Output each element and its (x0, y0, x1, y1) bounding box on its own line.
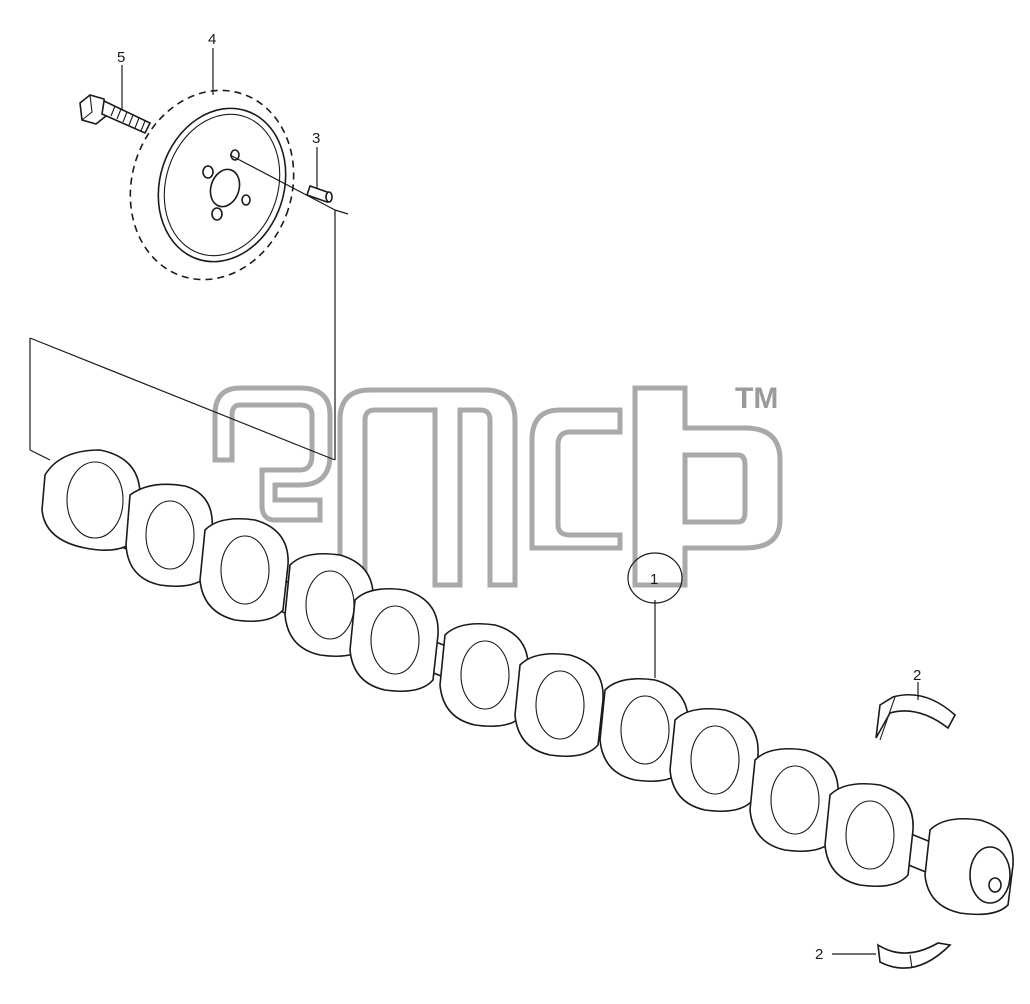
callout-5: 5 (117, 49, 125, 66)
callouts: 1 2 2 3 4 5 (117, 31, 921, 963)
trademark-mark: TM (735, 382, 778, 415)
assembly-lines (29, 154, 349, 461)
callout-3: 3 (312, 130, 320, 147)
callout-2-upper: 2 (913, 667, 921, 684)
callout-leaders (121, 48, 919, 955)
camshaft-lobes (41, 449, 1014, 916)
camshaft-gear (129, 89, 295, 281)
dowel-pin (305, 184, 333, 204)
watermark-logo: TM (212, 382, 783, 588)
callout-1: 1 (650, 571, 658, 588)
bearing-shell-lower (877, 942, 952, 969)
bearing-shell-upper (875, 693, 957, 741)
camshaft (41, 449, 1014, 916)
callout-2-lower: 2 (815, 946, 823, 963)
bolt (79, 94, 152, 135)
callout-4: 4 (208, 31, 216, 48)
